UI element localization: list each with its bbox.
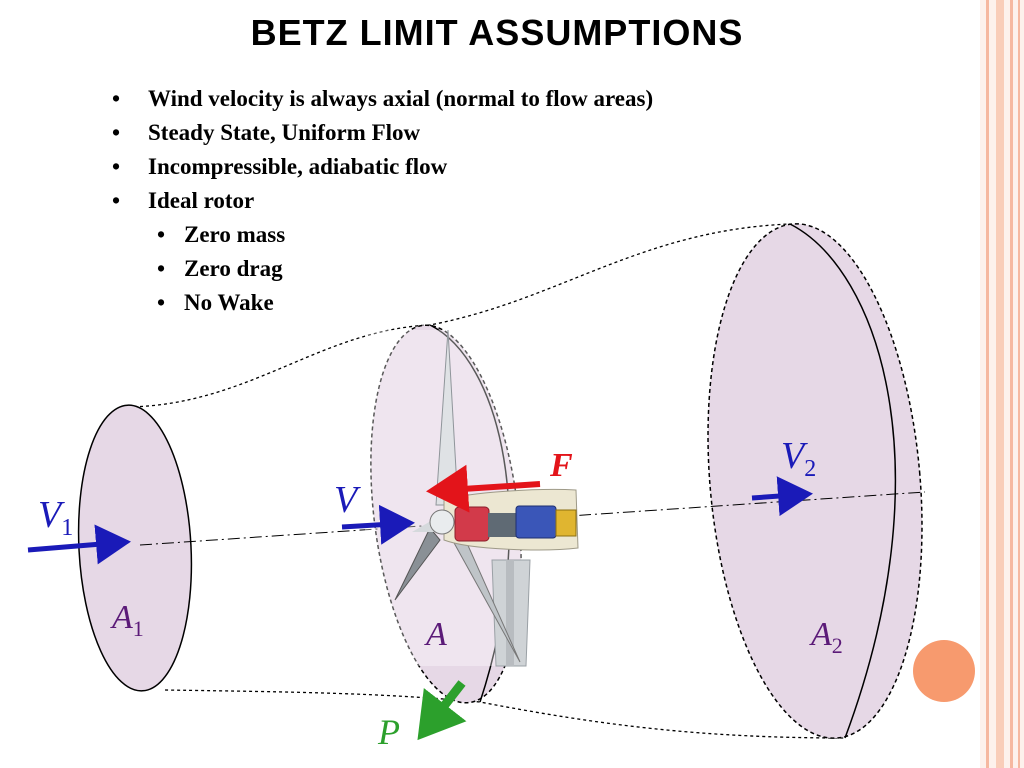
inlet-area-label: A1 <box>110 599 144 641</box>
sub-bullet-item: No Wake <box>157 286 653 320</box>
slide-title: BETZ LIMIT ASSUMPTIONS <box>250 12 744 53</box>
bullet-item: Steady State, Uniform Flow <box>112 116 653 150</box>
wind-turbine-illustration <box>365 329 580 667</box>
outlet-disk <box>707 223 923 739</box>
inlet-disk <box>77 404 193 692</box>
bullet-item: Incompressible, adiabatic flow <box>112 150 653 184</box>
assumption-list: Wind velocity is always axial (normal to… <box>112 82 653 320</box>
outlet-velocity-arrow <box>751 476 813 517</box>
sub-bullet-item: Zero mass <box>157 218 653 252</box>
streamtube-lower-boundary <box>164 689 846 739</box>
bullet-item: Wind velocity is always axial (normal to… <box>112 82 653 116</box>
outlet-area-label: A2 <box>809 616 843 658</box>
power-label: P <box>377 712 400 752</box>
force-arrow <box>426 464 541 513</box>
betz-streamtube-diagram: V1 V V2 F A1 A A2 P <box>27 223 926 752</box>
sub-bullet-item: Zero drag <box>157 252 653 286</box>
inlet-velocity-arrow <box>27 524 131 565</box>
decorative-side-border <box>980 0 1024 768</box>
rotor-velocity-arrow <box>341 504 415 545</box>
power-arrow <box>417 680 467 741</box>
bullet-item: Ideal rotor <box>112 184 653 218</box>
decorative-orange-dot <box>913 640 975 702</box>
rotor-area-label: A <box>424 616 447 653</box>
outlet-velocity-label: V2 <box>781 435 816 482</box>
streamtube-upper-boundary <box>127 223 791 408</box>
inlet-velocity-label: V1 <box>38 494 73 541</box>
rotor-velocity-label: V <box>334 479 361 521</box>
force-label: F <box>549 447 573 484</box>
